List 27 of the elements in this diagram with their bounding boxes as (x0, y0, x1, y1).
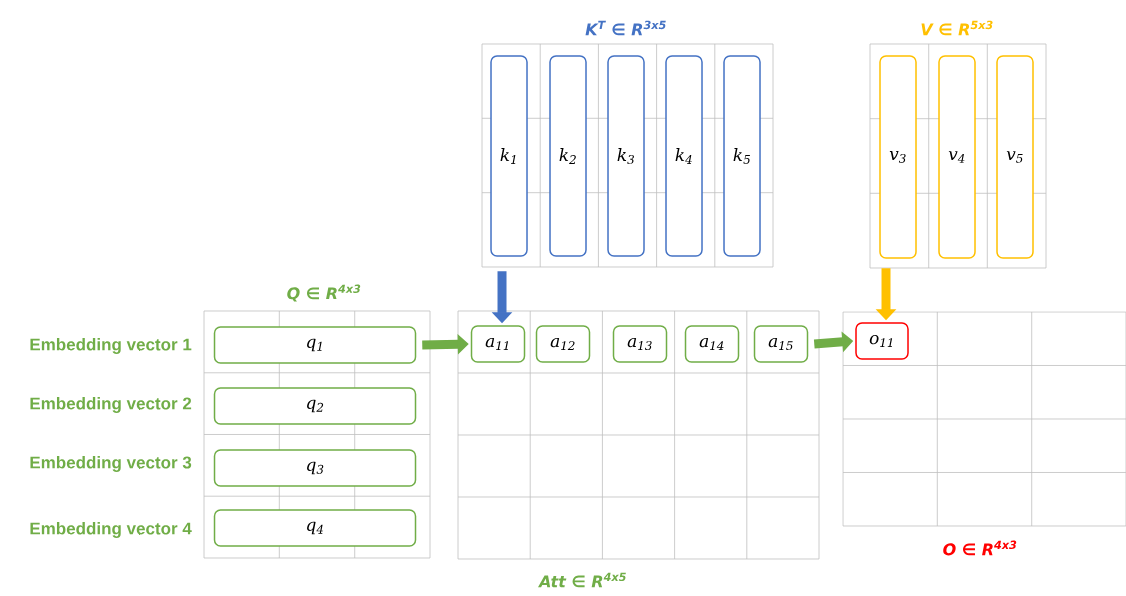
vector-box: q$_{1}$ (213, 326, 417, 364)
matrix-label: Q ∈ R$^{4x3}$ (287, 284, 361, 302)
matrix-label: Att ∈ R$^{4x5}$ (538, 572, 626, 588)
vector-box: k$_{3}$ (607, 55, 645, 257)
vector-box: q$_{4}$ (213, 509, 417, 547)
matrix-label: V ∈ R$^{5x3}$ (921, 20, 993, 36)
vector-box: v$_{5}$ (996, 55, 1034, 259)
vector-box: k$_{5}$ (723, 55, 761, 257)
vector-box: k$_{2}$ (549, 55, 587, 257)
row-label: Embedding vector 4 (30, 522, 192, 538)
output-box: o$_{11}$ (855, 322, 909, 360)
vector-box: a$_{12}$ (535, 325, 591, 363)
vector-box: q$_{3}$ (213, 449, 417, 487)
vector-box: a$_{11}$ (470, 325, 526, 363)
vector-box: a$_{13}$ (612, 325, 668, 363)
row-label: Embedding vector 2 (30, 397, 192, 413)
vector-box: k$_{4}$ (665, 55, 703, 257)
vector-box: v$_{3}$ (879, 55, 917, 259)
matrix-label: O ∈ R$^{4x3}$ (943, 540, 1017, 556)
row-label: Embedding vector 3 (30, 456, 192, 472)
vector-box: q$_{2}$ (213, 387, 417, 425)
matrix-label: K$^{T}$ ∈ R$^{3x5}$ (585, 20, 666, 36)
vector-box: a$_{14}$ (684, 325, 740, 363)
vector-box: a$_{15}$ (753, 325, 809, 363)
vector-box: k$_{1}$ (490, 55, 528, 257)
vector-box: v$_{4}$ (938, 55, 976, 259)
row-label: Embedding vector 1 (30, 338, 192, 354)
